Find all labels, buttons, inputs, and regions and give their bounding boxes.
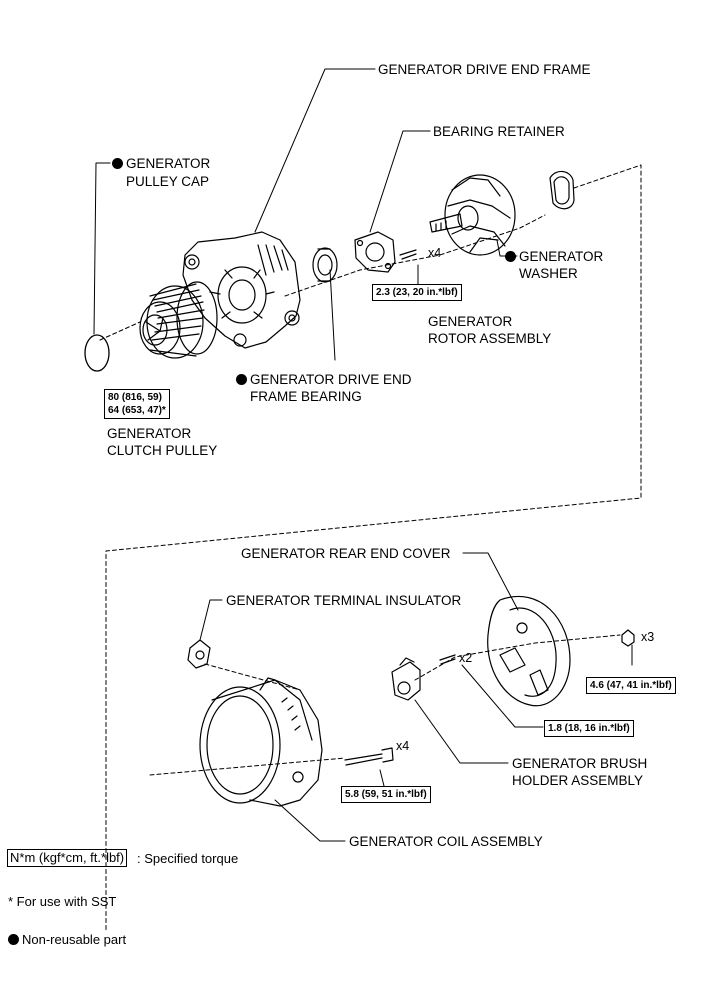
label-clutch-pulley-2: CLUTCH PULLEY [107, 443, 218, 458]
terminal-insulator-drawing [187, 639, 211, 669]
brush-screw-drawing [439, 654, 456, 665]
qty-brush-screws: x2 [459, 651, 473, 665]
rear-end-cover-drawing [487, 595, 571, 707]
leader-lines [93, 68, 633, 842]
label-brush-holder: GENERATOR BRUSH [512, 756, 648, 771]
label-coil-assembly: GENERATOR COIL ASSEMBLY [349, 834, 543, 849]
non-reusable-marker [112, 158, 123, 169]
label-terminal-insulator: GENERATOR TERMINAL INSULATOR [226, 593, 462, 608]
torque-rear-nut: 4.6 (47, 41 in.*lbf) [586, 677, 676, 694]
label-de-bearing-2: FRAME BEARING [250, 389, 362, 404]
brush-holder-drawing [391, 657, 421, 701]
qty-coil-bolts: x4 [396, 739, 410, 753]
assembly-axis-lines [99, 164, 642, 931]
torque-clutch-pulley: 80 (816, 59) 64 (653, 47)* [104, 389, 170, 419]
drive-end-bearing-drawing [312, 247, 338, 283]
coil-bolt-drawing [344, 747, 394, 766]
legend-torque-unit: N*m (kgf*cm, ft.*lbf) [7, 849, 128, 867]
legend-non-reusable: Non-reusable part [8, 932, 126, 948]
label-drive-end-frame: GENERATOR DRIVE END FRAME [378, 62, 591, 77]
non-reusable-marker [236, 374, 247, 385]
label-clutch-pulley: GENERATOR [107, 426, 192, 441]
label-bearing-retainer: BEARING RETAINER [433, 124, 565, 139]
retainer-screw-drawing [399, 249, 417, 260]
torque-coil-bolt: 5.8 (59, 51 in.*lbf) [341, 786, 431, 803]
coil-assembly-drawing [199, 677, 323, 807]
drive-end-frame-drawing [182, 231, 301, 349]
washer-drawing [549, 170, 575, 210]
label-pulley-cap-2: PULLEY CAP [126, 174, 210, 189]
label-washer: GENERATOR [505, 248, 603, 265]
washer-inner-drawing [553, 176, 570, 205]
label-rear-cover: GENERATOR REAR END COVER [241, 546, 451, 561]
pulley-cap-drawing [84, 334, 110, 372]
label-pulley-cap: GENERATOR [112, 155, 210, 172]
qty-rear-nuts: x3 [641, 630, 655, 644]
label-de-bearing: GENERATOR DRIVE END [236, 371, 412, 388]
non-reusable-marker [8, 934, 19, 945]
legend-torque-text: : Specified torque [137, 851, 239, 866]
label-rotor-2: ROTOR ASSEMBLY [428, 331, 552, 346]
label-brush-holder-2: HOLDER ASSEMBLY [512, 773, 644, 788]
clutch-pulley-drawing [139, 281, 218, 359]
rotor-assembly-drawing [429, 174, 516, 256]
legend-sst: * For use with SST [8, 894, 117, 909]
non-reusable-marker [505, 251, 516, 262]
label-washer-2: WASHER [519, 266, 578, 281]
qty-retainer-screws: x4 [428, 246, 442, 260]
bearing-retainer-drawing [354, 231, 396, 273]
torque-retainer: 2.3 (23, 20 in.*lbf) [372, 284, 462, 301]
label-rotor: GENERATOR [428, 314, 513, 329]
rear-nut-drawing [621, 629, 635, 647]
torque-brush: 1.8 (18, 16 in.*lbf) [544, 720, 634, 737]
